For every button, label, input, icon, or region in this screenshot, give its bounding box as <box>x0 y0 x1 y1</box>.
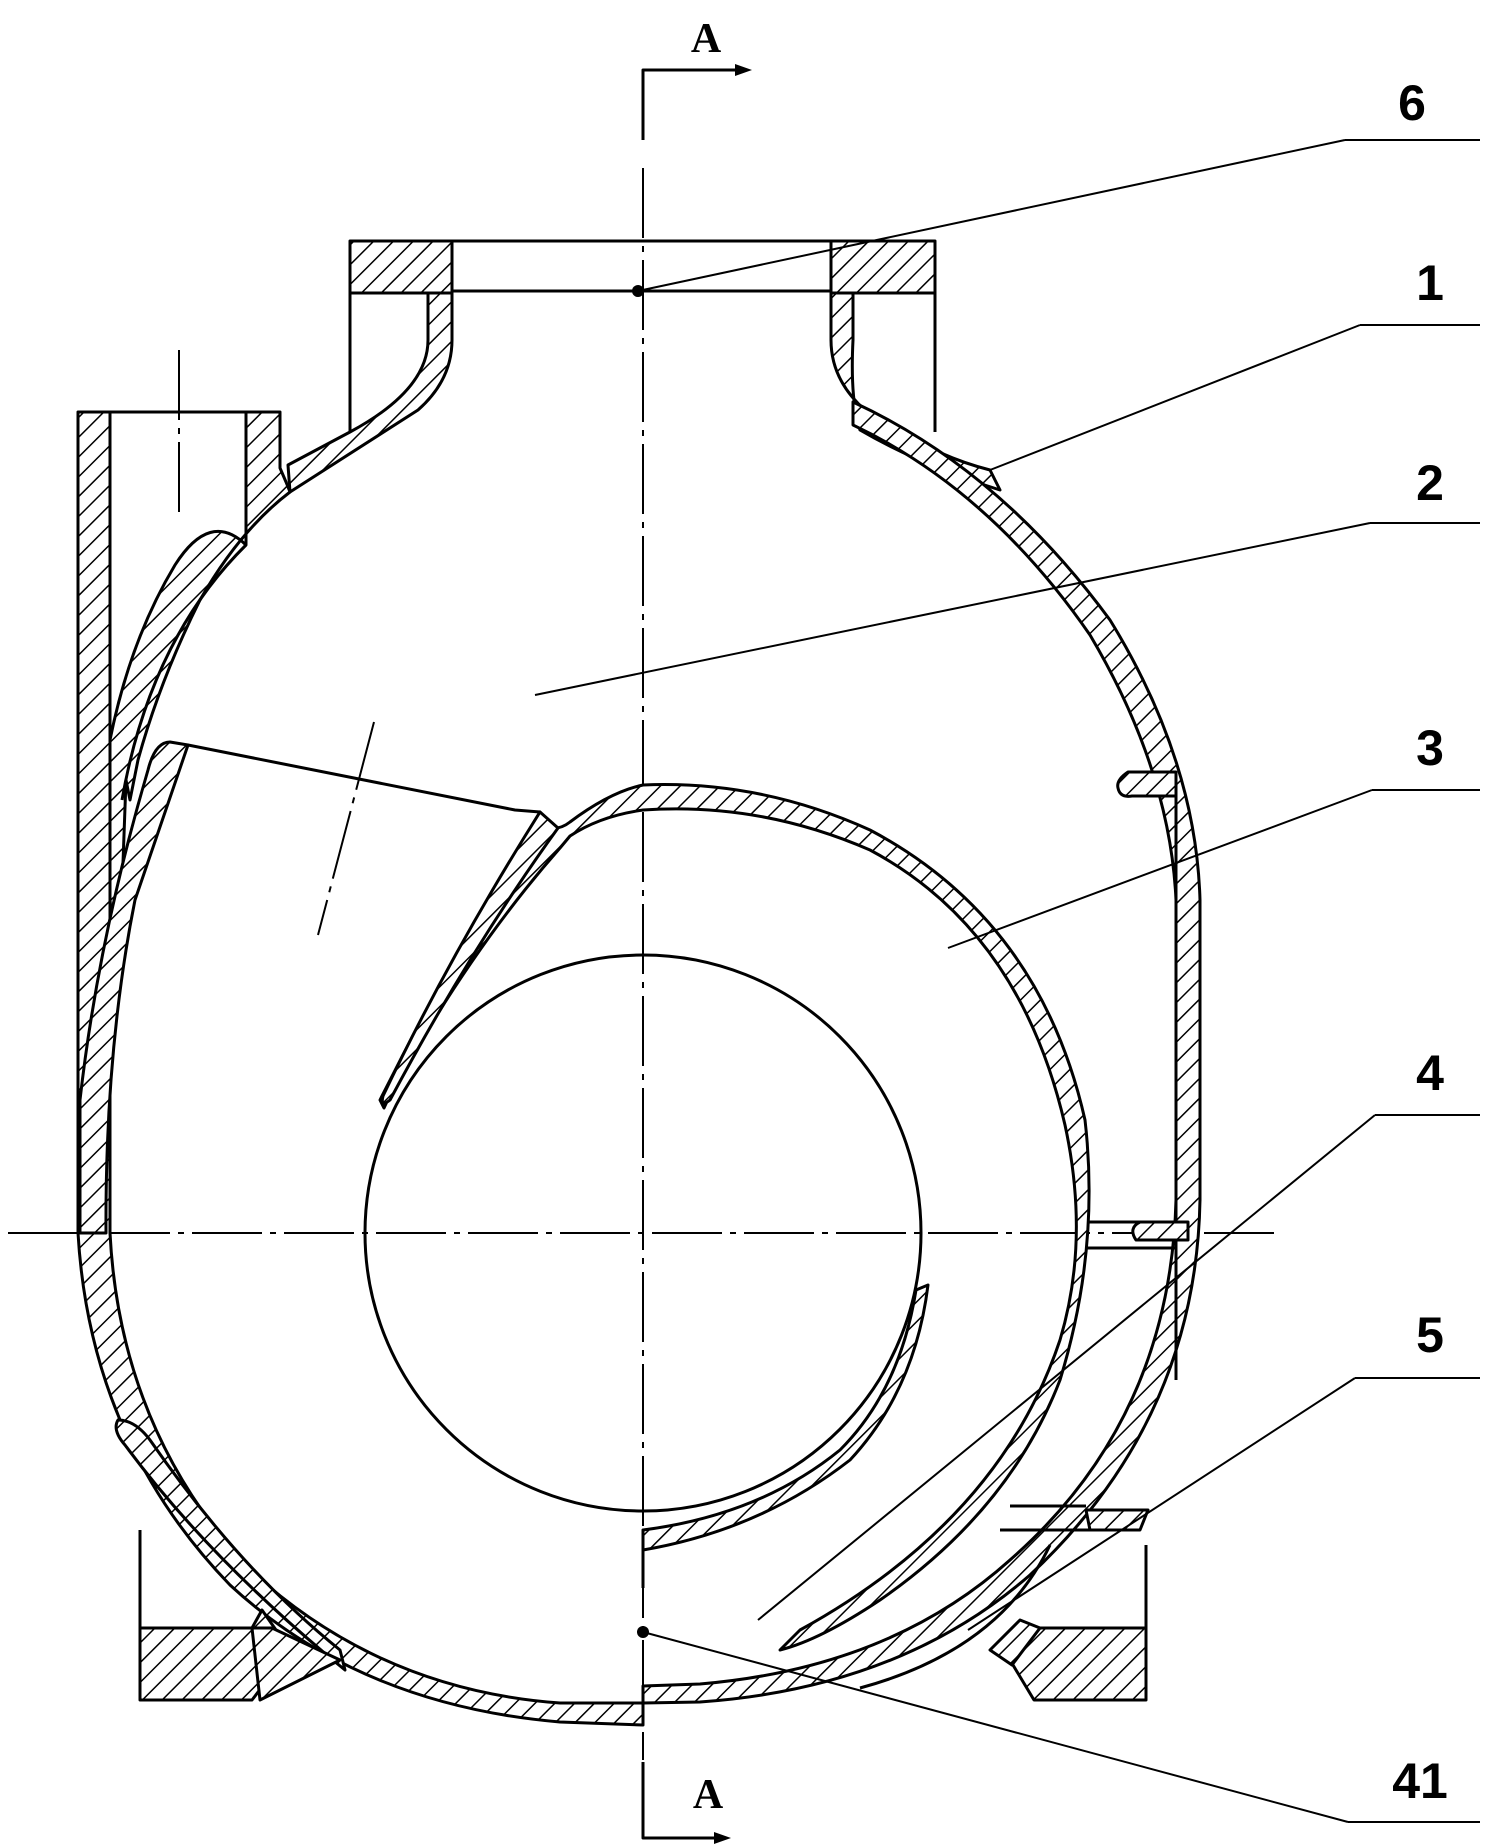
volute-tongue <box>380 810 560 1105</box>
part-label-3: 3 <box>1416 720 1444 776</box>
suction-pipe-upper-wall <box>187 743 541 814</box>
casing-right-rib-mid <box>1131 1220 1190 1242</box>
outer-casing-right <box>641 400 1202 1705</box>
leader-3 <box>947 789 1373 949</box>
section-label-bottom: A <box>693 1772 724 1818</box>
leader-6 <box>637 139 1346 292</box>
part-label-5: 5 <box>1416 1307 1444 1363</box>
leader-2 <box>534 522 1371 696</box>
guide-vane <box>641 1283 930 1552</box>
suction-pipe-axis <box>317 721 375 936</box>
vent-pipe-wall <box>108 410 292 932</box>
part-label-1: 1 <box>1416 255 1444 311</box>
casing-right-rib-upper <box>1116 770 1178 798</box>
part-label-2: 2 <box>1416 455 1444 511</box>
suction-pipe-wall <box>78 740 190 1235</box>
lower-partition <box>1084 1508 1150 1532</box>
leader-5 <box>967 1377 1356 1631</box>
leader-lines <box>534 139 1480 1823</box>
lower-inner-curve <box>859 1544 1052 1690</box>
outer-casing-left-curve <box>120 543 248 801</box>
section-marker-bottom: A <box>641 1762 731 1844</box>
left-foot <box>138 1530 342 1702</box>
leader-41 <box>642 1631 1349 1823</box>
leader-1 <box>989 324 1361 471</box>
volute-ring <box>378 783 1091 1652</box>
leader-4 <box>757 1114 1376 1621</box>
impeller-eye-circle <box>363 953 923 1513</box>
left-bottom-rib <box>114 1418 347 1672</box>
part-label-41: 41 <box>1392 1753 1448 1809</box>
part-label-6: 6 <box>1398 75 1426 131</box>
section-label-top: A <box>691 16 722 62</box>
right-foot <box>988 1545 1148 1702</box>
section-marker-top: A <box>641 16 752 140</box>
part-label-4: 4 <box>1416 1045 1444 1101</box>
